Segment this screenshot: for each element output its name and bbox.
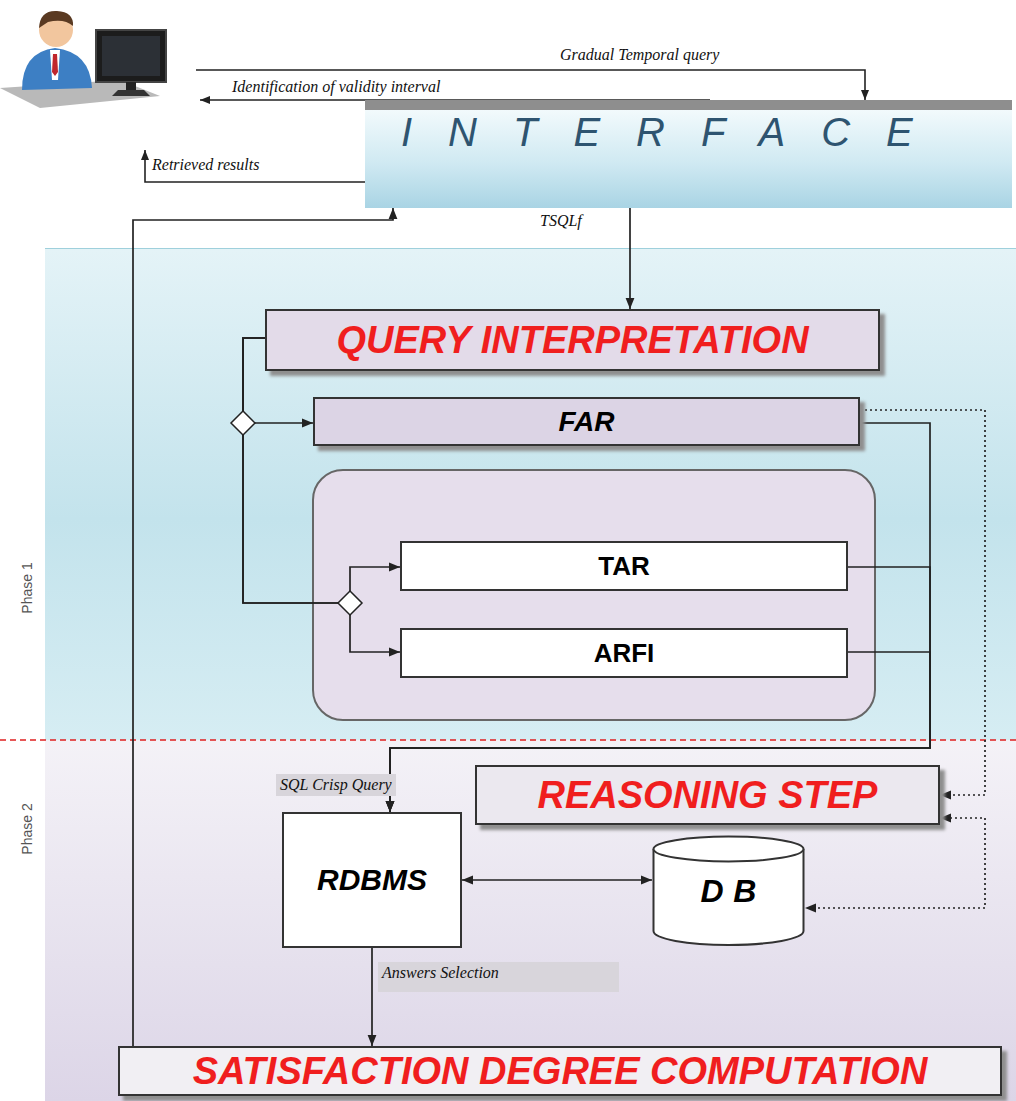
phase-label: Phase 2 [19,803,35,854]
process-box: REASONING STEP [475,765,940,825]
connector [371,948,373,1046]
edge-label: Answers Selection [378,962,619,992]
node-text: FAR [559,406,615,438]
process-box: ARFI [400,628,848,678]
line-label: Retrieved results [152,156,259,174]
edge-label: SQL Crisp Query [276,774,396,796]
phase-band: Phase 2REASONING STEPRDBMSDBSATISFACTION… [45,740,1016,1101]
database-cylinder: DB [652,835,805,947]
line-label: Identification of validity interval [232,78,440,96]
node-text: INTERFACE [401,110,1012,155]
connector [629,208,631,309]
node-text: DB [701,873,766,910]
node-text: SATISFACTION DEGREE COMPUTATION [193,1050,928,1093]
node-text: ARFI [594,638,655,669]
process-box: SATISFACTION DEGREE COMPUTATION [118,1046,1002,1096]
line-label: Gradual Temporal query [560,46,719,64]
user-icon [0,11,166,108]
process-box: TAR [400,541,848,591]
connector [462,879,652,881]
process-box: QUERY INTERPRETATION [265,309,880,371]
node-text: RDBMS [317,863,427,897]
edge-label: TSQLf [540,212,582,230]
node-text: TAR [598,551,650,582]
node-text: QUERY INTERPRETATION [336,319,808,362]
process-box: FAR [313,397,860,446]
dbms-box: RDBMS [282,812,462,948]
branch-diamond [338,591,362,615]
phase-label: Phase 1 [19,562,35,613]
node-text: REASONING STEP [538,774,878,817]
group-box [313,470,875,720]
interface-bar: INTERFACE [365,100,1012,208]
